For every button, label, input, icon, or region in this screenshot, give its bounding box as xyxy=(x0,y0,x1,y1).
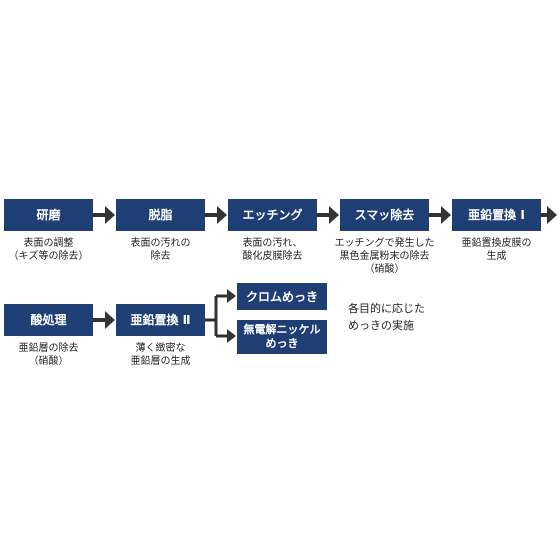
caption-zincate-2: 薄く緻密な 亜鉛層の生成 xyxy=(130,343,191,367)
branch-electroless-nickel: 無電解ニッケル めっき xyxy=(237,320,327,354)
branch-top-head xyxy=(227,289,236,303)
caption-degreasing: 表面の汚れの 除去 xyxy=(130,238,191,262)
branch-bottom-head xyxy=(227,329,236,343)
caption-polishing: 表面の調整 （キズ等の除去） xyxy=(8,238,89,262)
branch-label: クロムめっき xyxy=(245,289,318,304)
caption-acid-treatment: 亜鉛層の除去 （硝酸） xyxy=(18,343,79,367)
purpose-note: 各目的に応じた めっきの実施 xyxy=(348,302,425,332)
step-acid-treatment: 酸処理 xyxy=(4,304,93,336)
step-label: 亜鉛置換 Ⅰ xyxy=(468,208,525,222)
arrow-head-2 xyxy=(217,206,227,224)
arrow-head-1 xyxy=(105,206,115,224)
step-label: 亜鉛置換 Ⅱ xyxy=(130,313,191,327)
caption-zincate-1: 亜鉛置換皮膜の 生成 xyxy=(461,238,532,262)
step-desmut: スマッ除去 xyxy=(340,199,429,231)
step-polishing: 研磨 xyxy=(4,199,93,231)
arrow-head-3 xyxy=(329,206,339,224)
arrow-head-6 xyxy=(105,311,115,329)
step-zincate-1: 亜鉛置換 Ⅰ xyxy=(452,199,541,231)
step-degreasing: 脱脂 xyxy=(116,199,205,231)
caption-desmut: エッチングで発生した 黒色金属粉末の除去 （硝酸） xyxy=(334,238,435,275)
step-label: 酸処理 xyxy=(30,313,67,327)
branch-label: 無電解ニッケル めっき xyxy=(243,323,321,350)
caption-etching: 表面の汚れ、 酸化皮膜除去 xyxy=(242,238,303,262)
step-label: 研磨 xyxy=(36,208,61,222)
step-etching: エッチング xyxy=(228,199,317,231)
arrow-head-4 xyxy=(441,206,451,224)
branch-chrome-plating: クロムめっき xyxy=(237,283,327,310)
arrow-head-5 xyxy=(547,206,557,224)
step-label: エッチング xyxy=(242,208,303,222)
step-zincate-2: 亜鉛置換 Ⅱ xyxy=(116,304,205,336)
step-label: スマッ除去 xyxy=(354,208,415,222)
step-label: 脱脂 xyxy=(148,208,173,222)
